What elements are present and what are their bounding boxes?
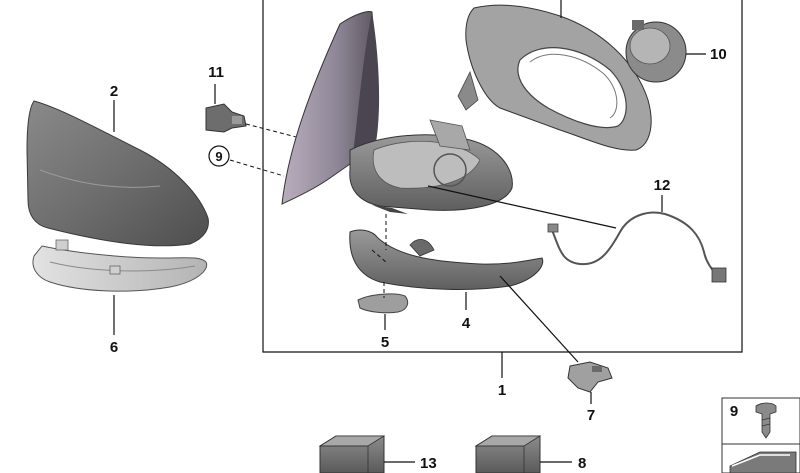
label-part-9-legend: 9 — [730, 403, 738, 420]
label-part-10: 10 — [710, 46, 727, 63]
mirror-housing-part — [457, 4, 652, 151]
mirror-base-part — [349, 119, 513, 214]
label-part-6: 6 — [110, 339, 118, 356]
label-part-9: 9 — [215, 149, 222, 164]
label-part-4: 4 — [462, 315, 471, 332]
turn-signal-part — [32, 239, 208, 292]
screw-legend-box — [721, 397, 800, 445]
mirror-motor-part — [625, 20, 687, 83]
callout-9-circle — [208, 145, 230, 167]
label-part-1: 1 — [498, 382, 506, 399]
small-parts-legend-box — [721, 443, 800, 473]
mirror-cap-part — [26, 100, 209, 247]
cable-harness-part — [547, 211, 727, 283]
part-13-box — [318, 435, 386, 473]
lower-cover-part — [349, 229, 544, 290]
label-part-11: 11 — [208, 64, 224, 81]
connector-part — [205, 103, 247, 133]
label-part-13: 13 — [420, 455, 437, 472]
label-part-2: 2 — [110, 83, 118, 100]
label-part-7: 7 — [587, 407, 595, 424]
label-part-5: 5 — [381, 334, 389, 351]
part-8-box — [474, 435, 542, 473]
clip-part — [567, 361, 613, 393]
label-part-12: 12 — [654, 177, 671, 194]
cover-plate-part — [357, 293, 409, 314]
label-part-8: 8 — [578, 455, 586, 472]
label-part-3: 3 — [557, 0, 565, 2]
